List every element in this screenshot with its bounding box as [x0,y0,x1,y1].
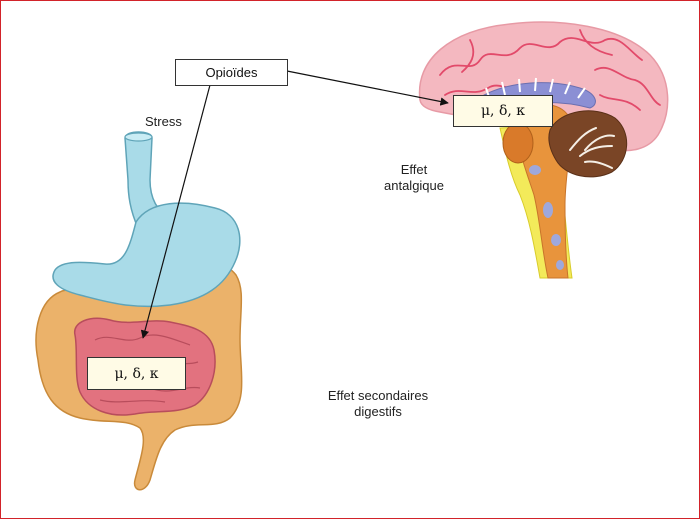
stomach-illustration [52,202,241,308]
effet-antalgique-line2: antalgique [384,178,444,193]
stress-label: Stress [145,114,182,129]
arrow-opioides-to-gut [140,84,211,339]
cerebellum-illustration [548,110,628,178]
effet-digestif-label: Effet secondaires digestifs [313,388,443,420]
esophagus-illustration [124,131,170,229]
brain-receptor-box: μ, δ, κ [453,95,553,127]
opioides-label-box: Opioïdes [175,59,288,86]
effet-antalgique-label: Effet antalgique [384,162,444,194]
brain-receptors-label: μ, δ, κ [480,103,526,119]
effet-digestif-line2: digestifs [354,404,402,419]
opioides-label: Opioïdes [205,65,258,80]
gut-receptor-box: μ, δ, κ [87,357,186,390]
arrow-opioides-to-brain [286,70,449,106]
gut-receptors-label: μ, δ, κ [114,365,159,382]
effet-digestif-line1: Effet secondaires [327,388,429,403]
digestive-tract [35,131,243,491]
effet-antalgique-line1: Effet [400,162,428,177]
brain-section [418,21,669,279]
